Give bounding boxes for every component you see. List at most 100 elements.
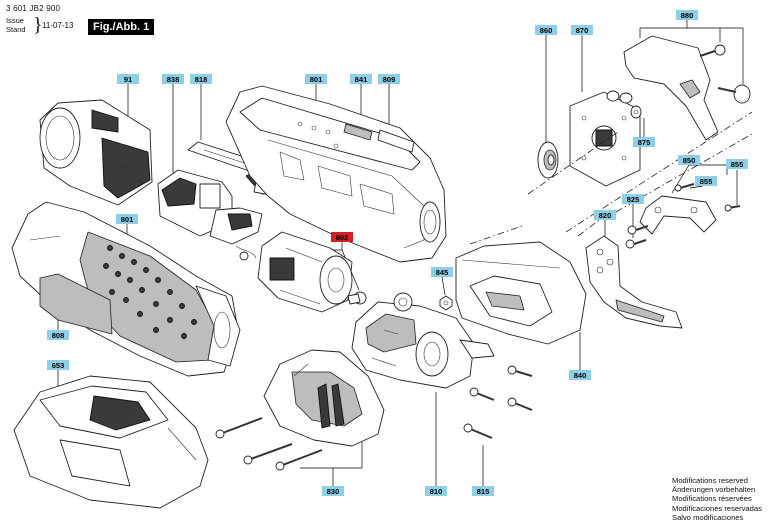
label-801-left: 801: [116, 214, 138, 224]
screw-815-1: [507, 365, 533, 377]
notice-en: Modifications reserved: [672, 476, 748, 485]
svg-text:653: 653: [52, 361, 65, 370]
screw-830-3: [275, 449, 323, 471]
label-818: 818: [190, 74, 212, 84]
label-830: 830: [322, 486, 344, 496]
svg-text:841: 841: [355, 75, 368, 84]
issue-label-de: Stand: [6, 25, 26, 34]
label-810: 810: [425, 486, 447, 496]
notice-es-alt: Salvo modificaciones: [672, 512, 744, 522]
notice-fr: Modifications réservées: [672, 494, 752, 504]
issue-label-en: Issue: [6, 16, 24, 25]
adapter-plate-820: [585, 235, 683, 329]
svg-text:830: 830: [327, 487, 340, 496]
label-855-b: 855: [726, 159, 748, 169]
label-845: 845: [431, 267, 453, 277]
sanding-plate-870: [569, 91, 641, 187]
flange-860: [537, 141, 559, 179]
label-880: 880: [676, 10, 698, 20]
svg-text:802: 802: [336, 233, 349, 242]
svg-text:838: 838: [167, 75, 180, 84]
screw-855-1: [674, 183, 695, 192]
screws-830: [215, 417, 323, 471]
battery-pack-91: [39, 99, 153, 206]
label-808: 808: [47, 330, 69, 340]
electronic-module-838: [157, 169, 263, 261]
notice-es: Modificaciones reservadas: [672, 503, 762, 513]
label-870: 870: [571, 25, 593, 35]
svg-text:860: 860: [540, 26, 553, 35]
screw-880-top: [699, 44, 726, 57]
housing-top-801: [225, 85, 447, 263]
svg-text:840: 840: [574, 371, 587, 380]
issue-brace: }: [33, 14, 43, 36]
label-801-top: 801: [305, 74, 327, 84]
document-number: 3 601 JB2 900: [6, 4, 61, 13]
notice-de: Änderungen vorbehalten: [672, 485, 756, 495]
svg-text:850: 850: [683, 156, 696, 165]
label-809: 809: [378, 74, 400, 84]
motor-802: [257, 231, 367, 313]
clamp-bracket-850: [639, 195, 717, 235]
svg-text:875: 875: [638, 138, 651, 147]
gear-head-810: [351, 292, 495, 389]
screw-855-2: [724, 204, 741, 212]
svg-text:825: 825: [627, 195, 640, 204]
knob-880: [717, 84, 751, 104]
screw-815-4: [463, 423, 493, 439]
label-802: 802: [331, 232, 353, 242]
screw-830-1: [215, 417, 263, 439]
screw-830-2: [243, 443, 293, 465]
label-840: 840: [569, 370, 591, 380]
issue-labels: Issue Stand: [6, 16, 26, 34]
label-875: 875: [633, 137, 655, 147]
label-825: 825: [622, 194, 644, 204]
svg-text:820: 820: [599, 211, 612, 220]
screw-815-3: [507, 397, 533, 411]
label-815: 815: [472, 486, 494, 496]
svg-text:855: 855: [731, 160, 744, 169]
label-653: 653: [47, 360, 69, 370]
label-850: 850: [678, 155, 700, 165]
screws-815: [463, 365, 533, 439]
screw-815-2: [469, 387, 495, 401]
label-841: 841: [350, 74, 372, 84]
svg-text:91: 91: [124, 75, 132, 84]
label-91: 91: [117, 74, 139, 84]
issue-date: 11-07-13: [42, 21, 74, 30]
screw-875: [630, 105, 642, 119]
nut-845: [439, 295, 453, 311]
housing-left-801: [11, 201, 241, 377]
svg-text:870: 870: [576, 26, 589, 35]
screw-825-2: [625, 239, 647, 249]
modifications-notice: Modifications reserved Änderungen vorbeh…: [672, 476, 772, 522]
charger-653: [13, 375, 209, 509]
label-860: 860: [535, 25, 557, 35]
svg-text:845: 845: [436, 268, 449, 277]
grip-cover-830: [263, 349, 385, 447]
svg-text:801: 801: [121, 215, 134, 224]
screws-855: [674, 183, 741, 212]
svg-text:818: 818: [195, 75, 208, 84]
svg-text:808: 808: [52, 331, 65, 340]
label-855-a: 855: [695, 176, 717, 186]
leader-lines: [57, 20, 744, 486]
screw-825-1: [627, 225, 649, 235]
name-plate-808: [39, 273, 113, 335]
drawing-header: 3 601 JB2 900 Issue Stand } 11-07-13 Fig…: [6, 4, 166, 44]
label-820: 820: [594, 210, 616, 220]
svg-text:855: 855: [700, 177, 713, 186]
svg-text:815: 815: [477, 487, 490, 496]
guard-880: [606, 35, 751, 141]
svg-text:809: 809: [383, 75, 396, 84]
part-labels: 91 838 818 801 841 809 860 870: [47, 10, 748, 496]
svg-text:810: 810: [430, 487, 443, 496]
svg-text:801: 801: [310, 75, 323, 84]
figure-badge: Fig./Abb. 1: [88, 19, 155, 35]
screws-825: [625, 225, 649, 249]
front-cap-840: [455, 241, 587, 345]
svg-text:880: 880: [681, 11, 694, 20]
grip-texture: [103, 245, 197, 339]
label-838: 838: [162, 74, 184, 84]
